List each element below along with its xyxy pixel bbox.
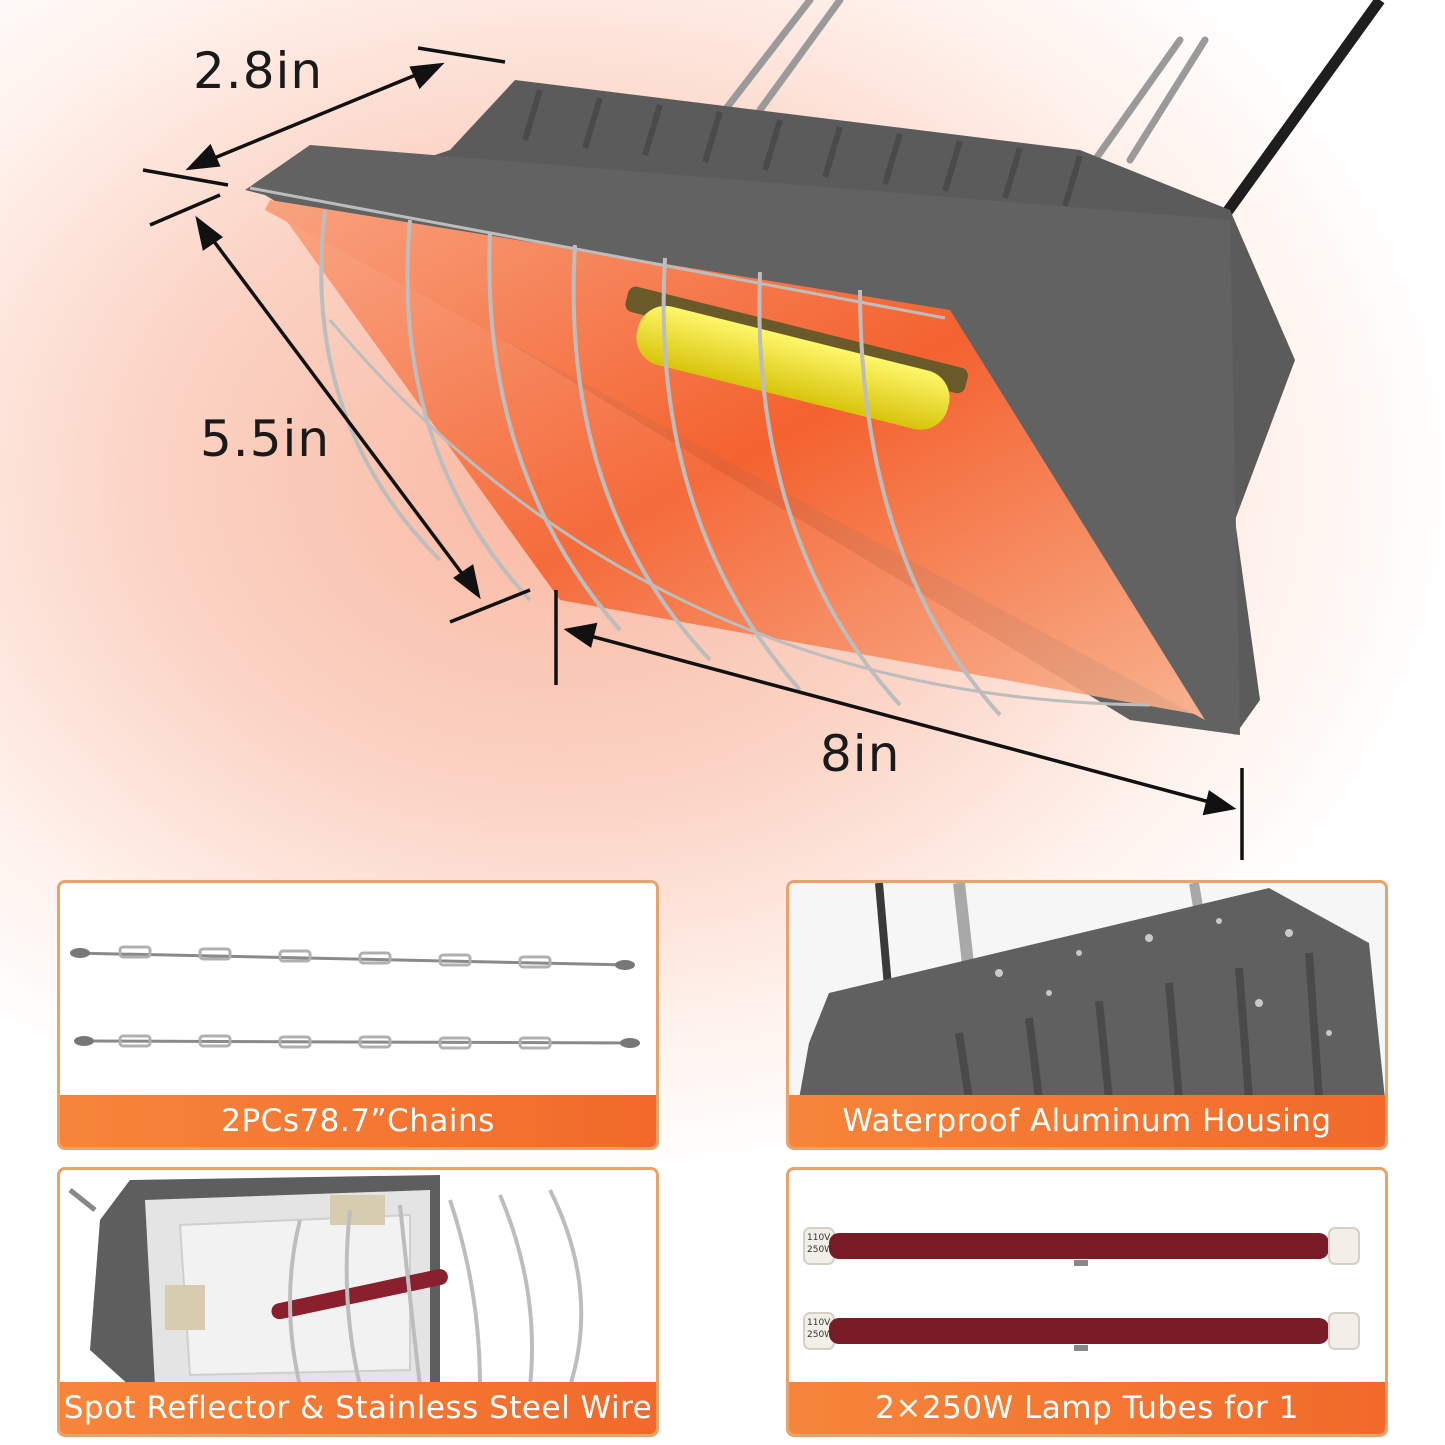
tube-wattage-label: 250W [807,1330,833,1340]
tube-voltage-label: 110V [807,1233,831,1243]
chains-icon [70,945,640,1050]
power-cord [1220,0,1385,219]
feature-label: 2PCs78.7”Chains [60,1095,656,1147]
feature-label: Waterproof Aluminum Housing [789,1095,1385,1147]
height-dimension-label: 5.5in [200,410,331,468]
lamp-tubes-icon: 110V 250W 110V 250W [803,1227,1360,1351]
cooling-fins [522,89,1083,207]
feature-label: Spot Reflector & Stainless Steel Wire [60,1382,656,1434]
reflector-icon [68,1175,584,1386]
waterproof-housing-icon [799,883,1385,1099]
depth-dimension-label: 2.8in [193,42,324,100]
heater-hero-illustration [142,0,1385,860]
tube-voltage-label: 110V [807,1318,831,1328]
feature-label: 2×250W Lamp Tubes for 1 [789,1382,1385,1434]
feature-card-reflector: Spot Reflector & Stainless Steel Wire [57,1167,659,1437]
feature-card-housing: Waterproof Aluminum Housing [786,880,1388,1150]
feature-card-lamp-tubes: 110V 250W 110V 250W 2×250W Lamp Tubes fo… [786,1167,1388,1437]
dimension-lines [142,46,1244,860]
width-dimension-label: 8in [820,725,901,783]
wire-grill [249,186,1151,717]
hanging-hooks [721,0,1209,164]
tube-wattage-label: 250W [807,1245,833,1255]
heater-bulb [625,286,968,430]
feature-card-chains: 2PCs78.7”Chains [57,880,659,1150]
